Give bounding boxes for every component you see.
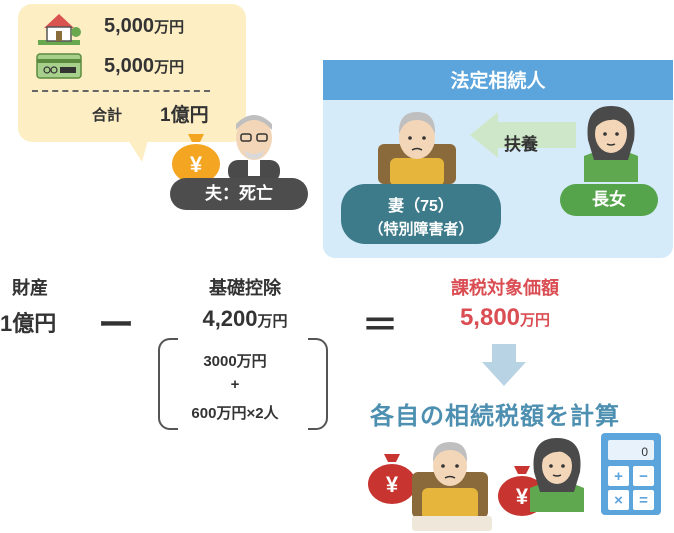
support-label: 扶養 <box>504 135 538 154</box>
svg-text:0: 0 <box>641 445 648 459</box>
calculator-icon: 0 + − × = <box>601 433 661 515</box>
wife-label-line1: 妻（75） <box>388 198 454 215</box>
asset-divider <box>32 90 210 92</box>
svg-text:−: − <box>639 468 648 485</box>
deduction-plus: + <box>230 376 240 393</box>
elder-woman-icon <box>412 442 492 531</box>
svg-text:+: + <box>614 468 623 485</box>
cash-asset-unit: 万円 <box>154 59 185 76</box>
heirs-panel-title: 法定相続人 <box>450 71 546 92</box>
cash-asset-amount: 5,000 <box>104 55 155 77</box>
home-asset-amount: 5,000 <box>104 15 155 37</box>
elder-woman-icon <box>378 112 456 186</box>
arrow-left-icon <box>470 112 576 158</box>
wife-label: 妻（75） （特別障害者） <box>341 184 501 244</box>
deduction-base: 3000万円 <box>203 353 267 370</box>
taxable-value: 5,800 <box>459 304 521 331</box>
taxable-label: 課税対象価額 <box>451 278 559 298</box>
bracket-right <box>308 338 328 430</box>
deduction-unit: 万円 <box>257 313 288 330</box>
arrow-down-icon <box>482 344 526 386</box>
total-value: 1億円 <box>160 105 209 126</box>
elder-man-icon <box>228 115 280 182</box>
equals-sign: ＝ <box>362 304 399 345</box>
svg-text:×: × <box>614 492 623 509</box>
taxable-unit: 万円 <box>520 312 551 329</box>
svg-text:¥: ¥ <box>516 484 529 509</box>
deduction-per-person: 600万円×2人 <box>191 405 279 422</box>
svg-text:=: = <box>639 492 648 509</box>
total-label: 合計 <box>92 107 123 124</box>
home-asset-unit: 万円 <box>154 19 185 36</box>
result-text: 各自の相続税額を計算 <box>370 403 620 430</box>
wife-label-line2: （特別障害者） <box>368 221 474 238</box>
house-icon <box>38 14 81 45</box>
asset-bubble-tail <box>128 140 148 162</box>
property-label: 財産 <box>12 278 48 298</box>
husband-label: 夫：死亡 <box>170 178 308 210</box>
deduction-value: 4,200 <box>202 306 258 331</box>
young-woman-icon <box>584 106 638 182</box>
svg-text:¥: ¥ <box>190 152 203 177</box>
young-woman-icon <box>530 438 584 512</box>
minus-sign: ー <box>98 304 135 345</box>
yen-bag-icon: ¥ <box>368 454 416 504</box>
taxable-value-row: 5,800万円 <box>420 304 590 332</box>
deduction-label: 基礎控除 <box>209 278 281 298</box>
daughter-label: 長女 <box>560 184 658 216</box>
property-value: 1億円 <box>0 311 57 336</box>
money-card-icon <box>36 53 82 79</box>
yen-bag-icon: ¥ <box>172 134 220 184</box>
heirs-panel-header <box>323 60 673 100</box>
deduction-value-row: 4,200万円 <box>160 306 330 332</box>
bracket-left <box>158 338 178 430</box>
svg-text:¥: ¥ <box>386 472 399 497</box>
